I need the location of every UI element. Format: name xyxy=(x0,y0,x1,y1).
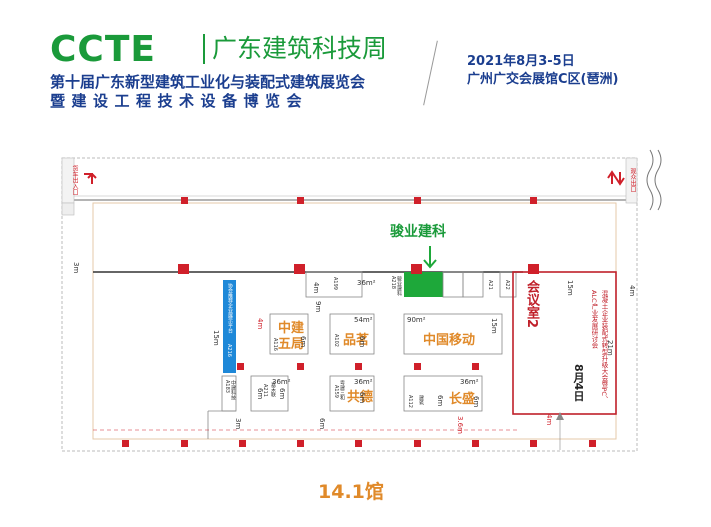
dim-label: 4m xyxy=(256,318,264,330)
dim-label: 6m xyxy=(299,336,307,348)
exhibition-venue: 广州广交会展馆C区(琶洲) xyxy=(467,72,619,87)
a216-desc: 协会推荐企业展示平台 xyxy=(227,283,233,333)
dim-label: 36m² xyxy=(272,378,291,386)
meeting-date: 8月4日 xyxy=(572,364,585,402)
booth-label-pinming: 品茗 xyxy=(343,333,370,348)
pillar xyxy=(528,264,539,274)
truck-entrance-arrow xyxy=(84,173,97,184)
a102-id: A102 xyxy=(333,334,339,347)
pillar xyxy=(297,440,304,447)
a211-name: 嘉禾联 xyxy=(270,382,276,397)
dim-label: 21m xyxy=(606,340,614,356)
dim-label: 15m xyxy=(212,330,220,346)
dim-label: 15m xyxy=(490,318,498,334)
hall-name: 14.1馆 xyxy=(318,481,384,503)
dim-label: 6m xyxy=(358,392,366,404)
meeting-description: 混凝土企业装配式转型升级大会暨PC、ALC产业发展研讨会 xyxy=(590,290,608,403)
a159-id: A159 xyxy=(333,385,339,398)
dim-label: 6m xyxy=(436,395,444,407)
dim-label: 36m² xyxy=(354,378,373,386)
a22-id: A22 xyxy=(504,280,510,290)
booth-label-zhongjian: 中建 五局 xyxy=(278,321,305,352)
booth-label-gongde: 共德 xyxy=(347,390,374,405)
a116-id: A116 xyxy=(272,338,278,351)
pillar xyxy=(294,264,305,274)
pillar xyxy=(472,363,479,370)
exit-arrow xyxy=(607,170,625,186)
dim-label: 3m xyxy=(72,262,80,274)
pillar xyxy=(414,440,421,447)
outer-boundary xyxy=(61,157,638,452)
pillar xyxy=(181,440,188,447)
pillar xyxy=(530,197,537,204)
a183-id: A183 xyxy=(224,380,230,393)
ccte-logo: CCTE xyxy=(50,29,156,70)
logo-divider xyxy=(203,34,205,64)
meeting-room-label: 会议室2 xyxy=(524,280,539,329)
a199-id: A199 xyxy=(332,277,338,290)
pillar xyxy=(414,363,421,370)
dim-label: 3m xyxy=(234,418,242,430)
pillar xyxy=(122,440,129,447)
dim-label: 6m xyxy=(358,336,366,348)
dim-label: 4m xyxy=(545,414,553,426)
dim-label: 4m xyxy=(312,282,320,294)
dim-label: 9m xyxy=(314,301,322,313)
booth-gongde xyxy=(329,375,375,412)
pillar xyxy=(178,264,189,274)
a216-id: A216 xyxy=(226,344,232,357)
pillar xyxy=(297,363,304,370)
truck-entrance-label: 货车出入口 xyxy=(71,165,78,195)
booth-a199 xyxy=(305,271,363,298)
dim-label: 6m xyxy=(256,388,264,400)
pillar xyxy=(355,440,362,447)
highlight-exhibitor-name: 骏业建科 xyxy=(390,224,446,240)
booth-label-changsheng: 长盛 xyxy=(449,392,476,407)
meeting-room-2 xyxy=(512,271,617,415)
visitor-exit-label: 观众出口 xyxy=(629,168,636,192)
dim-label: 6m xyxy=(318,418,326,430)
booth-a218-highlight xyxy=(404,272,443,297)
pillar xyxy=(414,197,421,204)
booth-changsheng xyxy=(403,375,483,412)
a112-name: 建筑 xyxy=(418,395,424,405)
booth-cmcc xyxy=(403,313,503,355)
exhibition-date: 2021年8月3-5日 xyxy=(467,54,575,69)
pillar xyxy=(355,363,362,370)
booth-a216 xyxy=(223,280,236,373)
a218-id: A218 xyxy=(390,276,396,289)
dim-label: 6m xyxy=(278,388,286,400)
booth-zhongjian xyxy=(269,313,309,355)
a218-name: 骏业建科 xyxy=(396,276,402,296)
a183-name: 中建科技 xyxy=(230,380,236,400)
pillar xyxy=(181,197,188,204)
dim-label: 54m² xyxy=(354,316,373,324)
pillar xyxy=(589,440,596,447)
pillar xyxy=(411,264,422,274)
booth-pinming xyxy=(329,313,375,355)
pillar xyxy=(237,363,244,370)
pillar xyxy=(472,440,479,447)
pillar xyxy=(239,440,246,447)
a112-id: A112 xyxy=(407,395,413,408)
a211-id: A211 xyxy=(262,384,268,397)
dim-label: 6m xyxy=(472,396,480,408)
booth-label-cmcc: 中国移动 xyxy=(423,333,476,348)
a21-id: A21 xyxy=(487,280,493,290)
dim-label: 90m² xyxy=(407,316,426,324)
booth-a211 xyxy=(250,375,289,412)
logo-chinese-name: 广东建筑科技周 xyxy=(212,34,388,63)
dim-label: 36m² xyxy=(357,279,376,287)
dim-label: 36m² xyxy=(460,378,479,386)
exhibition-title: 第十届广东新型建筑工业化与装配式建筑展览会 xyxy=(50,73,366,91)
pillar xyxy=(297,197,304,204)
dim-label: 3.6m xyxy=(456,416,464,434)
pillar xyxy=(530,440,537,447)
a159-name: 粤建三和 xyxy=(339,380,345,400)
exhibition-subtitle: 暨建设工程技术设备博览会 xyxy=(50,92,309,110)
dim-label: 15m xyxy=(566,280,574,296)
dim-label: 4m xyxy=(628,285,636,297)
highlight-arrow xyxy=(423,246,437,269)
